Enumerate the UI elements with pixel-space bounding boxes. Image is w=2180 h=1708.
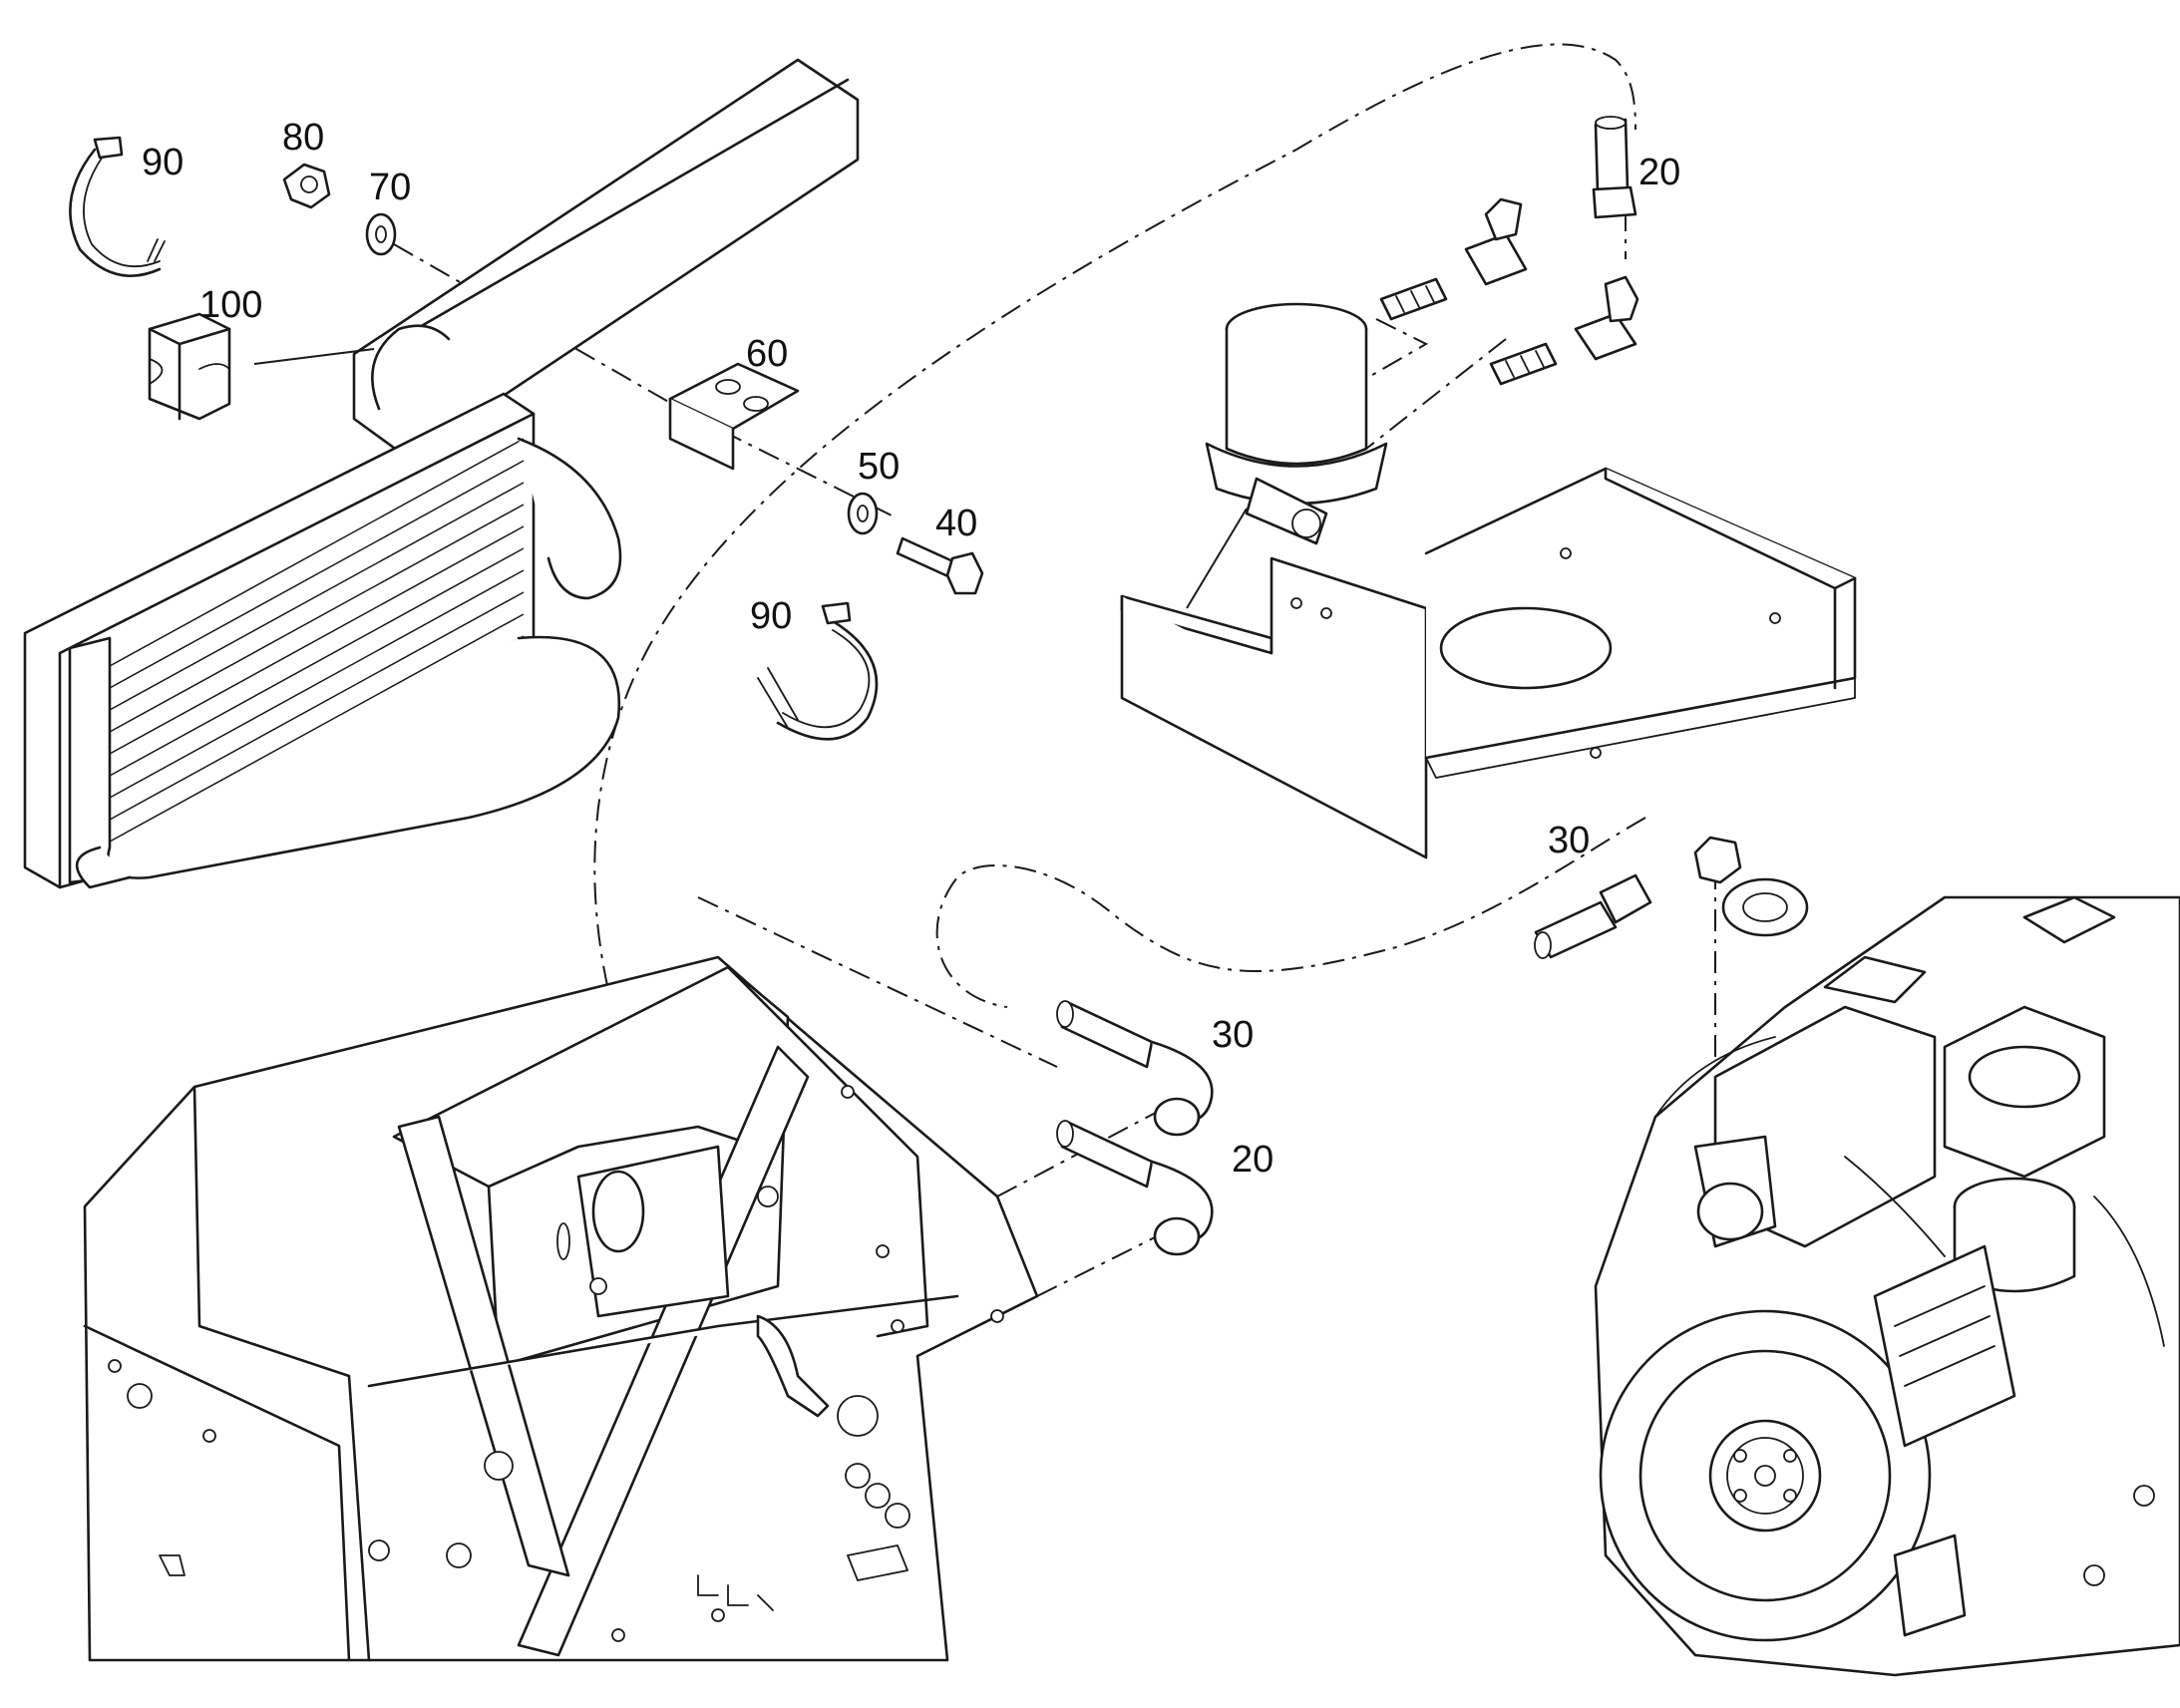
washer-part-70 xyxy=(365,212,397,256)
hose-part-20-mid xyxy=(1056,1120,1214,1256)
washer-part-50 xyxy=(847,492,879,535)
callout-90-top: 90 xyxy=(142,142,183,183)
callout-20-mid: 20 xyxy=(1232,1139,1273,1181)
hose-clamp-part-90-mid xyxy=(757,601,879,741)
callout-labels: 90 80 70 100 60 50 40 90 20 30 30 20 xyxy=(142,117,1680,1181)
hose-part-30-mid xyxy=(1056,1000,1214,1137)
fitting-elbow-upper xyxy=(1464,197,1528,286)
bolt-part-40 xyxy=(896,536,984,595)
rubber-block-part-100 xyxy=(148,312,231,421)
nut-part-80 xyxy=(282,163,331,209)
hose-part-20-top xyxy=(1592,116,1637,219)
fitting-straight-upper xyxy=(1379,277,1448,321)
chassis-frame xyxy=(83,955,1039,1662)
callout-30-right: 30 xyxy=(1548,820,1590,861)
callout-40: 40 xyxy=(935,503,977,544)
dryer-mounting-plate xyxy=(1120,467,1857,859)
air-dryer xyxy=(1186,302,1388,609)
callout-20-top: 20 xyxy=(1638,152,1680,193)
oil-cooler-radiator xyxy=(23,58,860,889)
callout-30-mid: 30 xyxy=(1212,1014,1254,1056)
callout-80: 80 xyxy=(282,117,324,159)
hose-part-30-right xyxy=(1534,836,1742,959)
engine xyxy=(1594,877,2180,1677)
leader-lines xyxy=(253,348,375,365)
callout-90-mid: 90 xyxy=(750,595,792,637)
hose-clamp-part-90-top xyxy=(69,136,166,277)
fitting-straight-lower xyxy=(1489,342,1558,386)
callout-70: 70 xyxy=(369,167,411,208)
fitting-elbow-lower xyxy=(1574,275,1639,361)
callout-100: 100 xyxy=(199,284,262,326)
bracket-part-60 xyxy=(668,362,800,471)
callout-50: 50 xyxy=(858,446,900,488)
callout-60: 60 xyxy=(746,333,788,375)
